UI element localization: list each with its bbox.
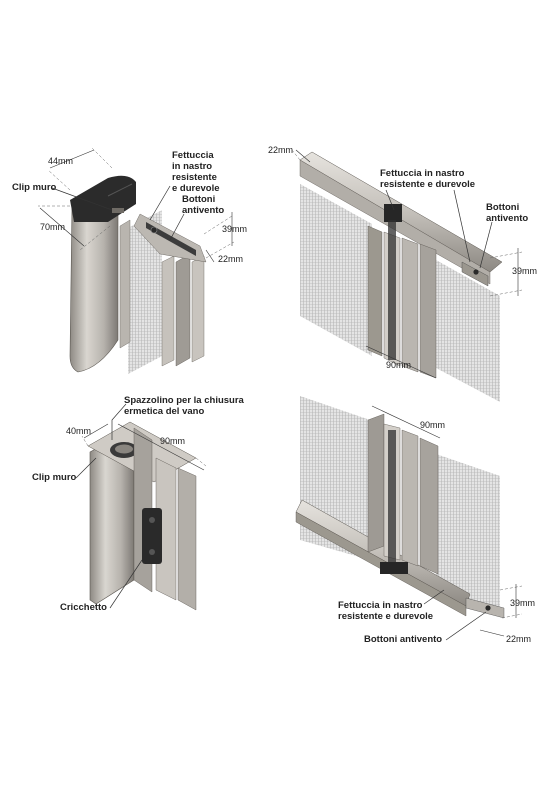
dim-90-label: 90mm bbox=[160, 436, 185, 446]
dim-90-label: 90mm bbox=[386, 360, 411, 370]
antiwind-button bbox=[473, 269, 479, 275]
antiwind-buttons-label: Bottoni antivento bbox=[486, 202, 528, 224]
dim-line-90 bbox=[371, 405, 441, 439]
antiwind-button bbox=[150, 226, 158, 234]
clip-muro-part bbox=[112, 208, 124, 213]
main-profile bbox=[69, 179, 119, 373]
dim-line-22 bbox=[295, 149, 311, 163]
antiwind-buttons-label: Bottoni antivento bbox=[182, 194, 224, 216]
dim-70-label: 70mm bbox=[40, 222, 65, 232]
dim-line-40 bbox=[83, 423, 109, 439]
track-profile-2 bbox=[175, 253, 191, 367]
end-cap bbox=[70, 175, 136, 222]
center-profile-1 bbox=[367, 413, 385, 553]
dim-22-label: 22mm bbox=[218, 254, 243, 264]
dim-39-label: 39mm bbox=[222, 224, 247, 234]
center-profile-3 bbox=[401, 237, 419, 373]
antiwind-button-strip bbox=[146, 222, 196, 256]
clip-muro-label: Clip muro bbox=[12, 182, 57, 193]
tape-label: Fettuccia in nastro resistente e durevol… bbox=[380, 168, 475, 190]
dim-39-label: 39mm bbox=[510, 598, 535, 608]
view-bottom-left: Spazzolino per la chiusura ermetica del … bbox=[32, 395, 246, 613]
side-profile-3 bbox=[177, 467, 197, 611]
mesh-curtain-right bbox=[436, 454, 500, 610]
tape-label: Fettuccia in nastro resistente e durevol… bbox=[172, 150, 220, 194]
center-profile-4 bbox=[419, 437, 439, 575]
center-profile-3 bbox=[401, 429, 419, 567]
mesh-curtain-right bbox=[436, 260, 500, 402]
track-profile-3 bbox=[191, 255, 205, 363]
dim-40-label: 40mm bbox=[66, 426, 91, 436]
clip-muro-label: Clip muro bbox=[32, 472, 77, 483]
dim-39-label: 39mm bbox=[512, 266, 537, 276]
view-bottom-right: 90mm 39mm Fettuccia in nastro resistente… bbox=[295, 396, 535, 645]
track-profile-1 bbox=[161, 255, 175, 367]
dim-line-90 bbox=[117, 423, 205, 471]
mesh-curtain bbox=[128, 210, 162, 374]
antiwind-button bbox=[485, 605, 491, 611]
side-rail bbox=[119, 219, 131, 349]
floor-bracket bbox=[380, 562, 408, 574]
dim-line-44 bbox=[49, 149, 95, 169]
dim-44-label: 44mm bbox=[48, 156, 73, 166]
antiwind-strip bbox=[465, 597, 505, 619]
dim-22-label: 22mm bbox=[268, 145, 293, 155]
dim-22-label: 22mm bbox=[506, 634, 531, 644]
tape-label: Fettuccia in nastro resistente e durevol… bbox=[338, 600, 433, 622]
brush-label: Spazzolino per la chiusura ermetica del … bbox=[124, 395, 246, 417]
center-bracket bbox=[384, 204, 402, 222]
view-top-right: 22mm Fettuccia in nastro resistente e du… bbox=[268, 145, 537, 402]
dim-90-label: 90mm bbox=[420, 420, 445, 430]
dim-line-22 bbox=[479, 629, 505, 637]
ratchet bbox=[142, 508, 162, 564]
ratchet-label: Cricchetto bbox=[60, 602, 107, 613]
view-top-left: 44mm Clip muro 70mm Fettuccia in nastro … bbox=[12, 147, 247, 374]
dim-line-70 bbox=[39, 207, 85, 247]
mesh-curtain-left bbox=[300, 184, 372, 356]
dim-line-90 bbox=[365, 345, 437, 379]
antiwind-buttons-label: Bottoni antivento bbox=[364, 634, 442, 645]
center-profile-4 bbox=[419, 243, 437, 379]
dim-line-22 bbox=[205, 249, 215, 263]
center-profile-1 bbox=[367, 225, 383, 357]
